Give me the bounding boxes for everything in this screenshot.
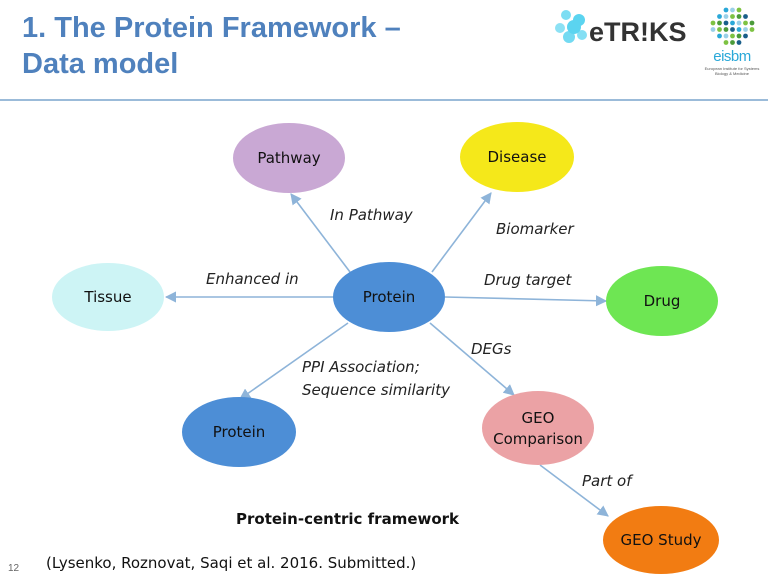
slide-number: 12 [8, 563, 20, 574]
node-protein-bottom-label: Protein [213, 423, 266, 441]
edge-degs [429, 322, 515, 396]
node-geo-study-label: GEO Study [621, 531, 702, 549]
node-geo-comparison-label-line1: GEO [522, 409, 555, 427]
slide-title-line1: 1. The Protein Framework – [22, 12, 401, 44]
edge-label-biomarker: Biomarker [496, 220, 575, 238]
node-tissue-label: Tissue [83, 288, 131, 306]
node-protein-bottom: Protein [182, 397, 296, 467]
node-drug: Drug [606, 266, 718, 336]
etriks-logo-text: eTR!KS [589, 17, 687, 47]
edge-biomarker [431, 192, 492, 273]
eisbm-logo-text: eisbm [713, 48, 751, 65]
edge-label-degs: DEGs [471, 340, 512, 358]
eisbm-dot-grid-icon [710, 7, 755, 45]
slide-title: 1. The Protein Framework – Data model [22, 10, 401, 82]
slide-title-line2: Data model [22, 48, 179, 80]
edge-label-ppi-line2: Sequence similarity [302, 381, 451, 399]
eisbm-logo: eisbm European Institute for Systems Bio… [700, 4, 764, 82]
node-geo-study: GEO Study [603, 506, 719, 574]
node-pathway: Pathway [233, 123, 345, 193]
node-drug-label: Drug [644, 292, 681, 310]
node-tissue: Tissue [52, 263, 164, 331]
edge-label-ppi-line1: PPI Association; [302, 358, 420, 376]
edge-ppi [239, 322, 349, 400]
edge-label-drug-target: Drug target [484, 271, 573, 289]
edge-in-pathway [290, 193, 351, 273]
node-protein-center: Protein [333, 262, 445, 332]
eisbm-logo-tagline: European Institute for Systems Biology &… [704, 66, 760, 76]
edge-drug-target [444, 295, 608, 307]
edge-label-enhanced-in: Enhanced in [206, 270, 299, 288]
node-geo-comparison: GEO Comparison [482, 391, 594, 465]
node-disease-label: Disease [488, 148, 547, 166]
citation: (Lysenko, Roznovat, Saqi et al. 2016. Su… [46, 554, 417, 572]
etriks-logo: eTR!KS [555, 10, 687, 47]
edge-part-of [539, 464, 609, 517]
node-geo-comparison-label-line2: Comparison [493, 430, 583, 448]
diagram-caption: Protein-centric framework [236, 510, 460, 528]
edge-label-in-pathway: In Pathway [330, 206, 414, 224]
title-divider [0, 99, 768, 101]
edge-label-part-of: Part of [582, 472, 634, 490]
node-pathway-label: Pathway [257, 149, 320, 167]
node-protein-center-label: Protein [363, 288, 416, 306]
node-disease: Disease [460, 122, 574, 192]
